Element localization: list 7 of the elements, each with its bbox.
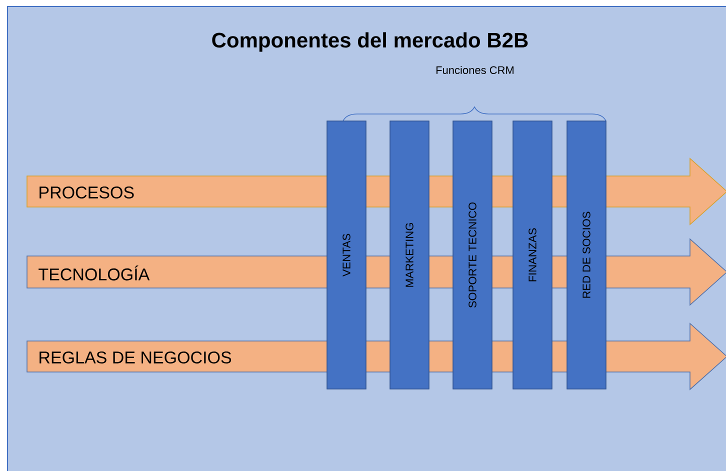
function-bar: MARKETING xyxy=(390,120,430,390)
function-bar: VENTAS xyxy=(326,120,366,390)
bracket-label: Funciones CRM xyxy=(436,66,514,74)
function-bar: SOPORTE TECNICO xyxy=(452,120,492,390)
function-bar: FINANZAS xyxy=(512,120,552,390)
function-bar: RED DE SOCIOS xyxy=(566,120,606,390)
title: Componentes del mercado B2B xyxy=(212,32,528,52)
